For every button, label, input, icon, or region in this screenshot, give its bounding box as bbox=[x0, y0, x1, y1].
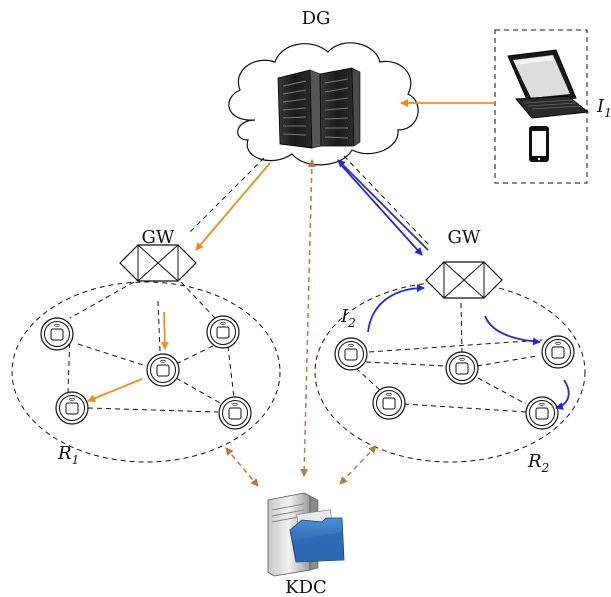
smartphone-icon bbox=[529, 126, 549, 162]
dg-to-gw-right-arrow bbox=[341, 165, 423, 256]
r2-mesh-links bbox=[355, 302, 543, 413]
r2-label: R2 bbox=[527, 451, 549, 475]
r1-mesh-links bbox=[67, 281, 235, 413]
r2-device-5 bbox=[525, 396, 559, 430]
dg-gw-right-link bbox=[343, 155, 431, 247]
gw-right-label: GW bbox=[448, 227, 481, 248]
r1-label: R1 bbox=[57, 443, 79, 467]
server-folder-icon bbox=[267, 492, 345, 577]
kdc-label: KDC bbox=[285, 577, 327, 597]
laptop-icon bbox=[507, 49, 590, 119]
r2-device-3 bbox=[541, 335, 575, 369]
dg-to-gw-left-arrow bbox=[195, 162, 271, 251]
dg-label: DG bbox=[302, 8, 331, 29]
gw-right-to-device-arrow bbox=[484, 315, 541, 346]
r2-device-4 bbox=[372, 386, 406, 420]
r2-device-1 bbox=[334, 337, 368, 371]
gw-right-to-dg-arrow bbox=[337, 159, 429, 251]
i2-to-gw-right-arrow bbox=[367, 284, 425, 333]
gateway-right bbox=[425, 261, 503, 299]
r1-kdc-link bbox=[225, 447, 259, 487]
gw-left-label: GW bbox=[142, 227, 175, 248]
i1-device-group bbox=[494, 29, 588, 184]
r1-device-2 bbox=[206, 315, 240, 349]
i2-label: I2 bbox=[340, 306, 356, 330]
server-rack-icon bbox=[277, 67, 361, 149]
r1-gw-to-device-arrow bbox=[160, 311, 169, 350]
i1-label: I1 bbox=[596, 96, 611, 120]
r2-device-to-device-arrow bbox=[555, 379, 570, 410]
r2-device-2 bbox=[445, 351, 479, 385]
dg-gw-left-link bbox=[189, 157, 265, 233]
r1-device-to-device-arrow bbox=[87, 378, 143, 403]
r1-device-3 bbox=[146, 353, 180, 387]
r1-device-1 bbox=[40, 317, 74, 351]
region-r1 bbox=[11, 281, 281, 463]
r1-device-5 bbox=[218, 396, 252, 430]
gateway-left bbox=[119, 244, 197, 282]
r1-device-4 bbox=[55, 391, 89, 425]
r2-kdc-link bbox=[339, 445, 377, 485]
dg-kdc-link bbox=[300, 159, 316, 477]
